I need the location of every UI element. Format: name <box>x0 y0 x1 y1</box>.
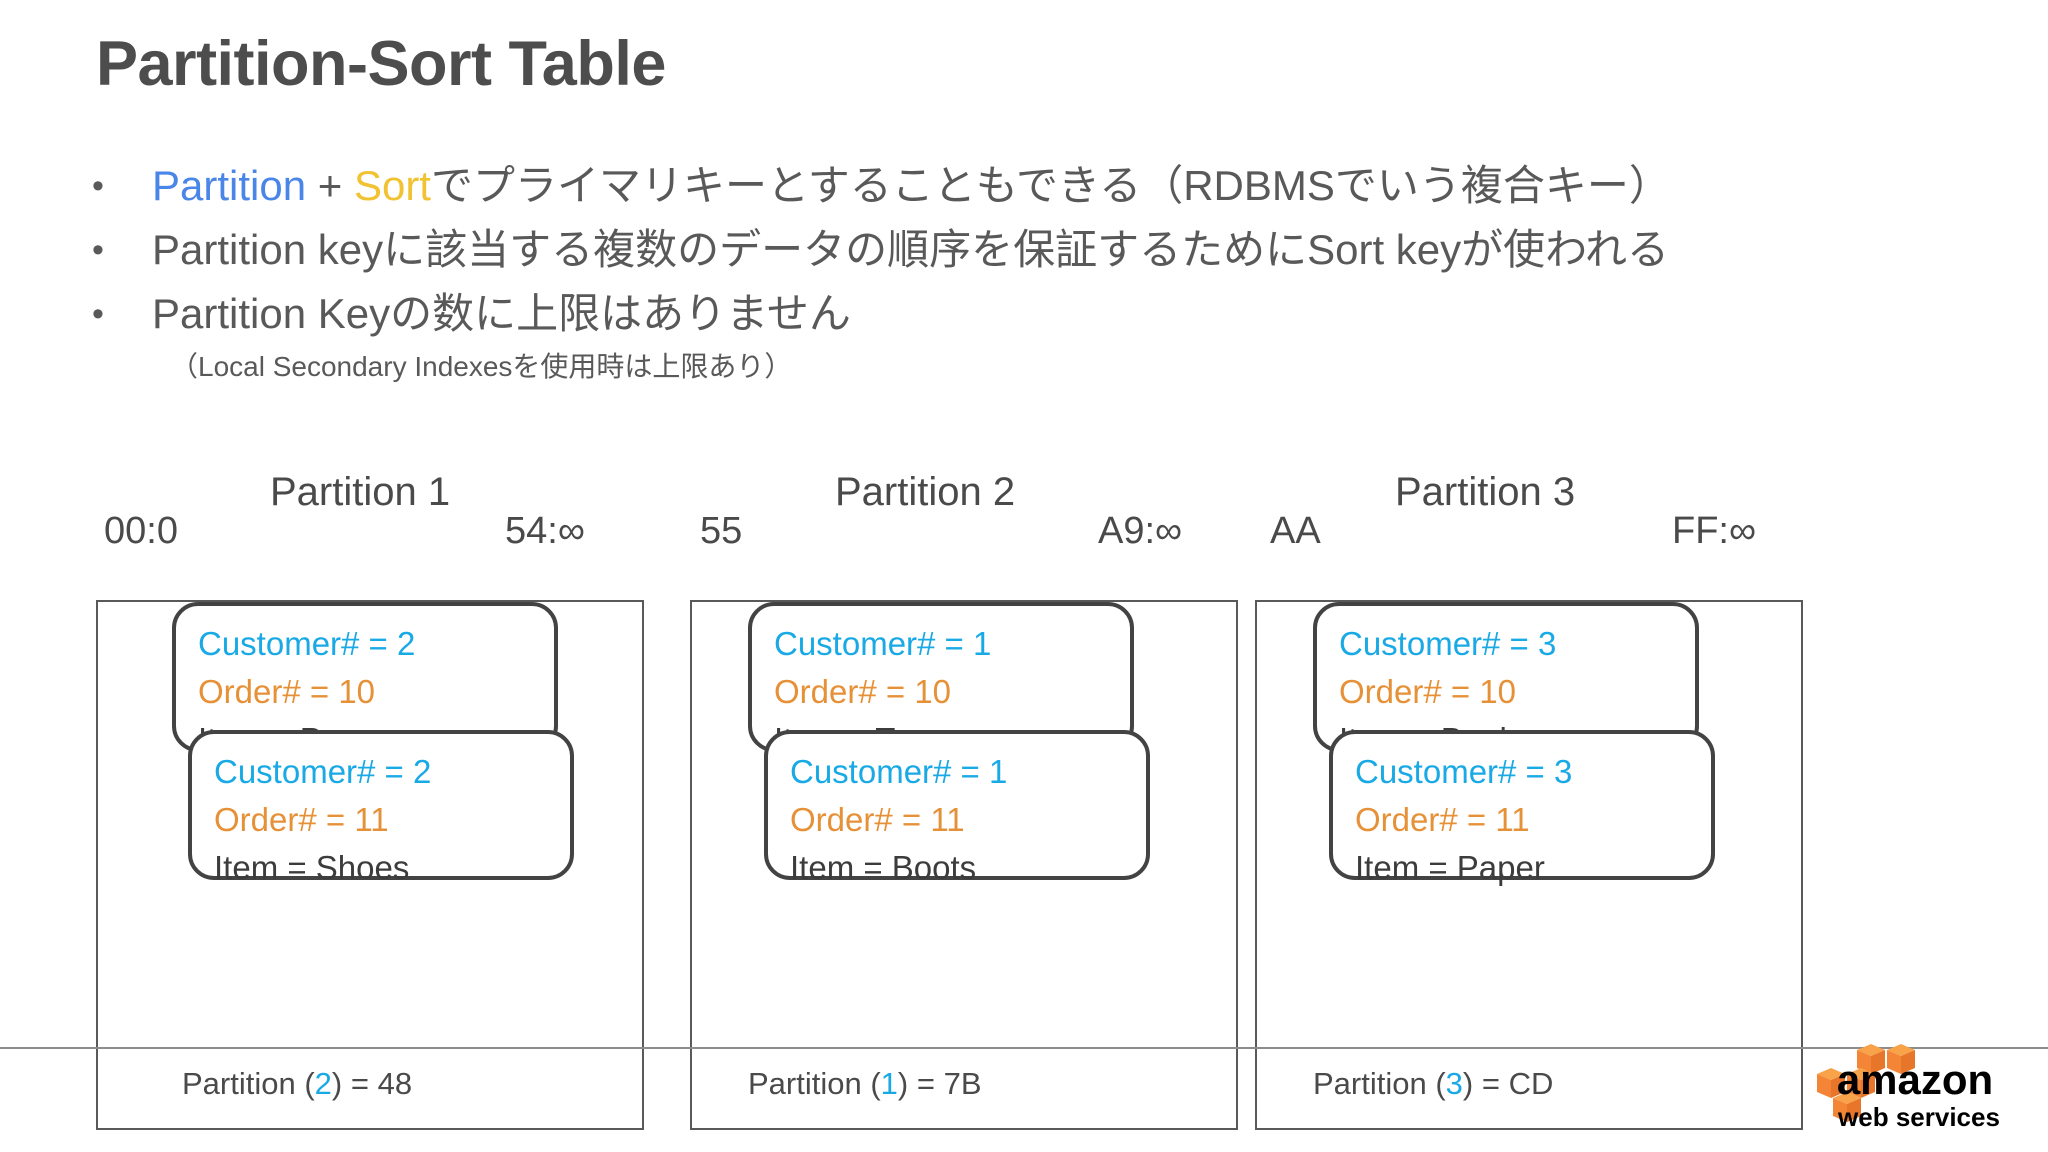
footer-suffix: ) = CD <box>1462 1066 1554 1101</box>
card-order-line: Order# = 11 <box>214 801 389 838</box>
keyword-partition: Partition <box>152 162 307 209</box>
card-order-line: Order# = 10 <box>1339 673 1517 710</box>
aws-wordmark: amazon <box>1837 1056 1993 1103</box>
partition-3-range-start: AA <box>1270 510 1321 552</box>
bullet-marker-icon: • <box>92 295 104 333</box>
bullet-item-3: • Partition Keyの数に上限はありません <box>88 283 1988 345</box>
bullet-subnote: （Local Secondary Indexesを使用時は上限あり） <box>170 351 793 382</box>
partition-box-1: Customer# = 2 Order# = 10 Item = Pen Cus… <box>96 600 644 1130</box>
card-order-line: Order# = 10 <box>774 673 952 710</box>
card-customer-line: Customer# = 3 <box>1339 625 1557 662</box>
partition-diagram: Partition 1 Partition 2 Partition 3 00:0… <box>0 470 2048 1150</box>
card-customer-line: Customer# = 2 <box>214 753 432 790</box>
bullet-text-1-rest: でプライマリキーとすることもできる（RDBMSでいう複合キー） <box>430 162 1671 209</box>
card-customer-line: Customer# = 1 <box>790 753 1008 790</box>
partition-box-2: Customer# = 1 Order# = 10 Item = Toy Cus… <box>690 600 1238 1130</box>
footer-prefix: Partition ( <box>182 1066 315 1101</box>
aws-cubes-icon <box>1817 1044 1915 1122</box>
footer-suffix: ) = 48 <box>331 1066 413 1101</box>
bullet-marker-icon: • <box>92 231 104 269</box>
footer-key: 1 <box>880 1066 898 1101</box>
partition-1-footer: Partition (2) = 48 <box>182 1066 412 1102</box>
aws-logo: amazon web services <box>1811 1042 2026 1138</box>
bullet-marker-icon: • <box>92 167 104 205</box>
card-order-line: Order# = 11 <box>790 801 965 838</box>
item-card: Customer# = 1 Order# = 11 Item = Boots <box>764 730 1150 886</box>
page-title: Partition-Sort Table <box>96 29 666 99</box>
bullet-text-1-plus: + <box>306 162 354 209</box>
partition-2-range-start: 55 <box>700 510 743 552</box>
card-customer-line: Customer# = 1 <box>774 625 992 662</box>
footer-divider <box>0 1047 2048 1049</box>
card-item-line: Item = Boots <box>790 849 977 886</box>
partition-1-range-start: 00:0 <box>104 510 178 552</box>
footer-prefix: Partition ( <box>1313 1066 1446 1101</box>
footer-key: 2 <box>314 1066 332 1101</box>
partition-3-range-end: FF:∞ <box>1672 510 1757 552</box>
footer-prefix: Partition ( <box>748 1066 881 1101</box>
card-item-line: Item = Shoes <box>214 849 410 886</box>
aws-tagline: web services <box>1837 1102 2000 1132</box>
bullet-text-1: Partition + Sortでプライマリキーとすることもできる（RDBMSで… <box>152 155 1671 217</box>
card-customer-line: Customer# = 3 <box>1355 753 1573 790</box>
card-order-line: Order# = 10 <box>198 673 376 710</box>
item-card: Customer# = 2 Order# = 11 Item = Shoes <box>188 730 574 886</box>
bullet-item-2: • Partition keyに該当する複数のデータの順序を保証するためにSor… <box>88 219 1988 281</box>
partition-2-title: Partition 2 <box>835 470 1016 514</box>
footer-suffix: ) = 7B <box>897 1066 982 1101</box>
bullet-text-2: Partition keyに該当する複数のデータの順序を保証するためにSort … <box>152 226 1670 273</box>
partition-2-range-end: A9:∞ <box>1098 510 1183 552</box>
bullet-text-3-wrap: Partition Keyの数に上限はありません <box>152 283 851 345</box>
card-item-line: Item = Paper <box>1355 849 1545 886</box>
partition-3-footer: Partition (3) = CD <box>1313 1066 1553 1102</box>
footer-key: 3 <box>1445 1066 1463 1101</box>
partition-3-title: Partition 3 <box>1395 470 1576 514</box>
partition-1-title: Partition 1 <box>270 470 451 514</box>
keyword-sort: Sort <box>353 162 431 209</box>
item-card: Customer# = 2 Order# = 10 Item = Pen <box>172 602 558 758</box>
bullet-item-1: • Partition + Sortでプライマリキーとすることもできる（RDBM… <box>88 155 1988 217</box>
item-card: Customer# = 3 Order# = 11 Item = Paper <box>1329 730 1715 886</box>
card-customer-line: Customer# = 2 <box>198 625 416 662</box>
partition-1-range-end: 54:∞ <box>505 510 585 552</box>
item-card: Customer# = 1 Order# = 10 Item = Toy <box>748 602 1134 758</box>
partition-2-footer: Partition (1) = 7B <box>748 1066 982 1102</box>
partition-box-3: Customer# = 3 Order# = 10 Item = Book Cu… <box>1255 600 1803 1130</box>
bullet-list: • Partition + Sortでプライマリキーとすることもできる（RDBM… <box>88 155 1988 389</box>
card-order-line: Order# = 11 <box>1355 801 1530 838</box>
bullet-text-3: Partition Keyの数に上限はありません <box>152 290 851 337</box>
